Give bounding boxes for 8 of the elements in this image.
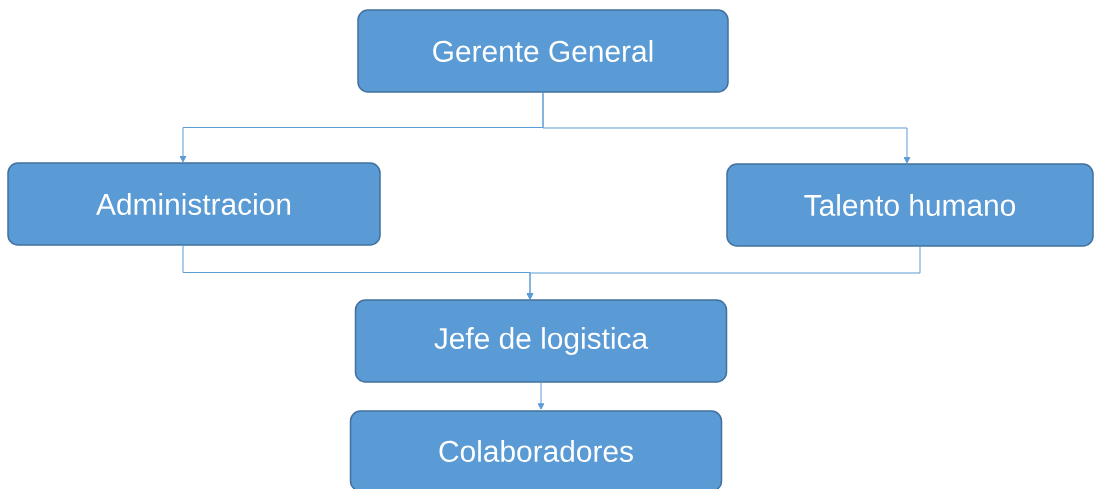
connector-arrow xyxy=(537,382,545,410)
connector-arrow xyxy=(542,91,911,164)
org-box: Jefe de logistica xyxy=(354,299,728,383)
connector-arrow xyxy=(526,245,921,300)
org-box: Gerente General xyxy=(357,9,729,93)
org-box: Administracion xyxy=(7,162,381,246)
org-box: Colaboradores xyxy=(349,410,723,489)
org-box: Talento humano xyxy=(726,163,1094,247)
